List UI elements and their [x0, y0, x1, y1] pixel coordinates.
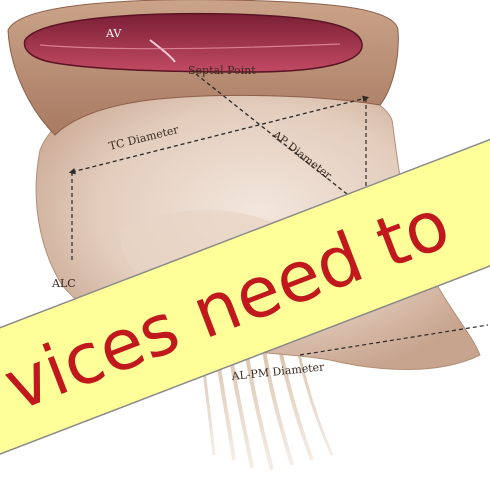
al-pm-diameter-label: AL-PM Diameter: [230, 360, 326, 383]
al-label: ALC: [51, 277, 76, 290]
av-label: AV: [105, 27, 122, 40]
